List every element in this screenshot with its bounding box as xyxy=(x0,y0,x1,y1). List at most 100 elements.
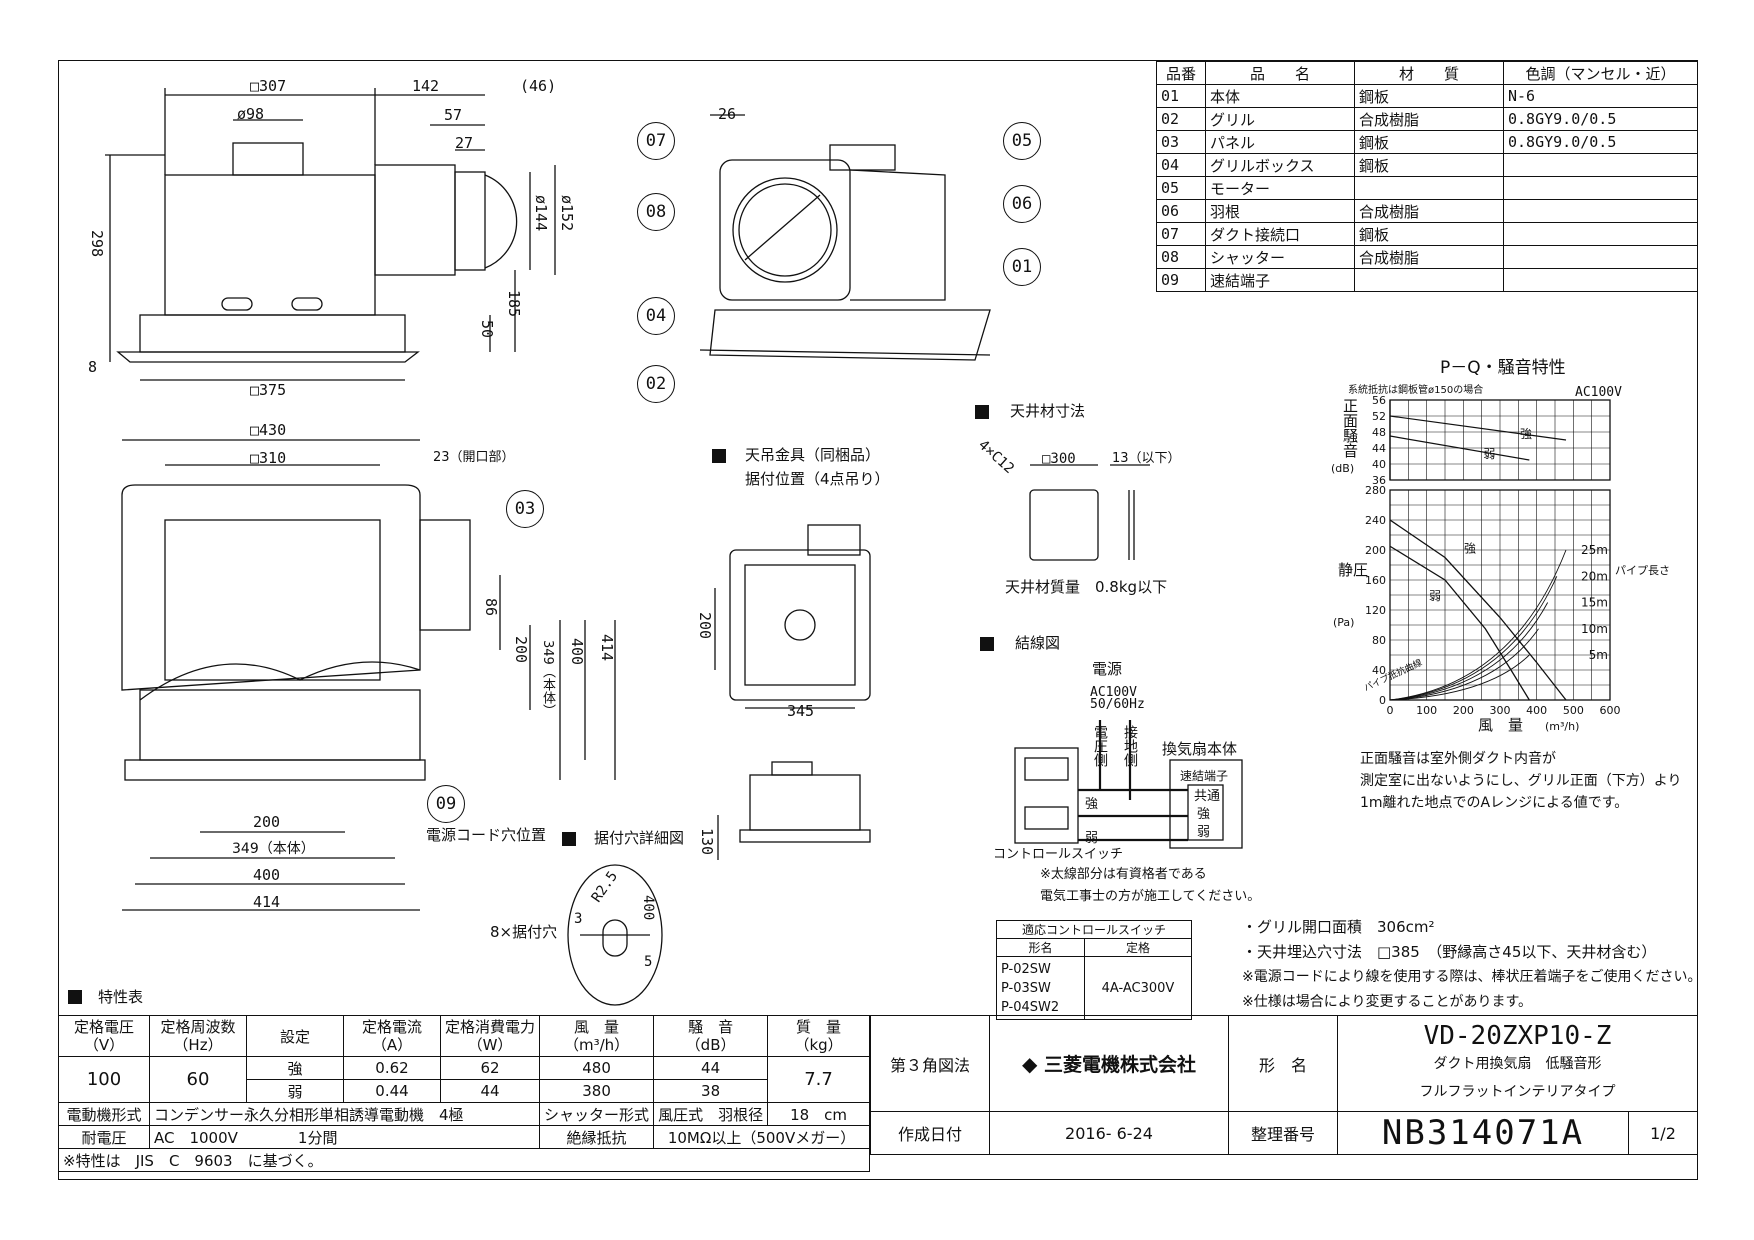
pq-ytick: 120 xyxy=(1365,604,1386,617)
spec-header-unit: （Hz） xyxy=(173,1036,223,1054)
parts-cell: 鋼板 xyxy=(1354,84,1504,108)
spec-withstand: AC 1000V 1分間 xyxy=(148,1125,541,1149)
callout-09: 09 xyxy=(427,785,465,823)
section-marker xyxy=(712,449,726,463)
parts-cell: 速結端子 xyxy=(1205,268,1355,292)
spec-header-text: 騒 音 xyxy=(688,1018,734,1036)
parts-cell: 鋼板 xyxy=(1354,222,1504,246)
chart-note-line: 測定室に出ないようにし、グリル正面（下方）より xyxy=(1360,773,1682,789)
parts-cell: シャッター xyxy=(1205,245,1355,269)
pipe-label: 5m xyxy=(1589,648,1608,662)
noise-ytick: 48 xyxy=(1372,426,1386,439)
mount-holes-label: 8×据付穴 xyxy=(490,923,558,941)
switch-models: P-02SW P-03SW P-04SW2 xyxy=(996,956,1085,1020)
dim-50: 50 xyxy=(478,320,496,339)
dim-349h: 349（本体） xyxy=(232,841,315,857)
dim-375: □375 xyxy=(250,381,287,399)
pipe-label: 20m xyxy=(1581,569,1608,583)
wiring-ac: AC100V xyxy=(1090,685,1137,700)
pq-ytick: 160 xyxy=(1365,574,1386,587)
pq-xtick: 300 xyxy=(1490,704,1511,717)
parts-cell: 合成樹脂 xyxy=(1354,199,1504,223)
pipe-label: 25m xyxy=(1581,543,1608,557)
spec-cell: 0.44 xyxy=(343,1079,441,1103)
section-marker xyxy=(980,637,994,651)
ceiling-material xyxy=(1029,464,1150,561)
dim-400h: 400 xyxy=(253,866,281,884)
pipe-curve xyxy=(1389,576,1558,701)
pipe-curve xyxy=(1389,602,1549,701)
date-label: 作成日付 xyxy=(870,1111,990,1155)
pipe-label: 10m xyxy=(1581,622,1608,636)
spec-blade-label: 羽根径 xyxy=(718,1105,764,1124)
spec-header: 定格電流（A） xyxy=(343,1015,441,1057)
dim-144: ø144 xyxy=(532,195,550,232)
dim-307: □307 xyxy=(250,77,287,95)
noise-ytick: 56 xyxy=(1372,394,1386,407)
section-marker xyxy=(975,405,989,419)
parts-cell: 0.8GY9.0/0.5 xyxy=(1503,130,1698,154)
pq-ytick: 80 xyxy=(1372,634,1386,647)
chart-title: P－Q・騒音特性 xyxy=(1440,358,1566,378)
pq-xtick: 200 xyxy=(1453,704,1474,717)
pq-xtick: 0 xyxy=(1387,704,1394,717)
hole-detail xyxy=(567,864,663,1006)
switch-model: P-02SW xyxy=(1001,961,1051,977)
spec-header: 騒 音（dB） xyxy=(653,1015,769,1057)
pipe-title: パイプ長さ xyxy=(1615,564,1670,577)
pq-series-label: 強 xyxy=(1464,542,1476,556)
note-line: ・グリル開口面積 306cm² xyxy=(1242,918,1435,936)
noise-frame xyxy=(1389,399,1611,481)
parts-cell: 09 xyxy=(1156,268,1206,292)
spec-cell: 強 xyxy=(246,1056,344,1080)
spec-header-unit: （W） xyxy=(467,1036,513,1054)
switch-model: P-03SW xyxy=(1001,980,1051,996)
spec-cell: 38 xyxy=(653,1079,769,1103)
callout-06: 06 xyxy=(1003,185,1041,223)
parts-cell: 合成樹脂 xyxy=(1354,245,1504,269)
dim-142: 142 xyxy=(412,77,440,95)
pq-series-line xyxy=(1389,519,1567,701)
spec-header-text: 定格電流 xyxy=(361,1018,422,1036)
parts-cell: 07 xyxy=(1156,222,1206,246)
hole-dim-5: 5 xyxy=(644,954,653,970)
pq-xtick: 100 xyxy=(1416,704,1437,717)
spec-header-text: 質 量 xyxy=(796,1018,842,1036)
dim-98: ø98 xyxy=(237,105,265,123)
callout-05: 05 xyxy=(1003,122,1041,160)
dim-46: (46) xyxy=(520,77,557,95)
spec-header-unit: （A） xyxy=(371,1036,413,1054)
page-number: 1/2 xyxy=(1628,1111,1698,1155)
wiring-pressure: 電圧側 xyxy=(1092,725,1108,767)
model-desc: ダクト用換気扇 低騒音形 xyxy=(1433,1055,1602,1072)
parts-cell: 合成樹脂 xyxy=(1354,107,1504,131)
wiring-note1: ※太線部分は有資格者である xyxy=(1040,867,1207,882)
pq-xunit: (m³/h) xyxy=(1545,720,1580,733)
dim-414h: 414 xyxy=(253,893,281,911)
parts-cell: N-6 xyxy=(1503,84,1698,108)
callout-01: 01 xyxy=(1003,248,1041,286)
spec-insul-label: 絶縁抵抗 xyxy=(539,1125,655,1149)
wiring-weak-line: 弱 xyxy=(1085,831,1099,846)
pq-xtick: 600 xyxy=(1600,704,1621,717)
hole-detail-title: 据付穴詳細図 xyxy=(594,829,685,847)
pq-xtick: 500 xyxy=(1563,704,1584,717)
hanger-sub: 据付位置（4点吊り） xyxy=(745,470,890,488)
parts-cell xyxy=(1503,222,1698,246)
pipe-curve xyxy=(1389,654,1530,701)
dim-298: 298 xyxy=(88,230,106,258)
wiring-ground: 接地側 xyxy=(1122,725,1138,767)
note-line: ※仕様は場合により変更することがあります。 xyxy=(1242,994,1533,1010)
pq-ylabel-1: 静圧 xyxy=(1338,561,1369,579)
noise-series-line xyxy=(1389,415,1567,441)
spec-motor: コンデンサー永久分相形単相誘導電動機 4極 xyxy=(148,1102,541,1126)
spec-header: 質 量（kg） xyxy=(767,1015,870,1057)
spec-header-text: 定格消費電力 xyxy=(445,1018,536,1036)
spec-header: 定格電圧（V） xyxy=(58,1015,150,1057)
company-name: 三菱電機株式会社 xyxy=(1044,1054,1197,1076)
